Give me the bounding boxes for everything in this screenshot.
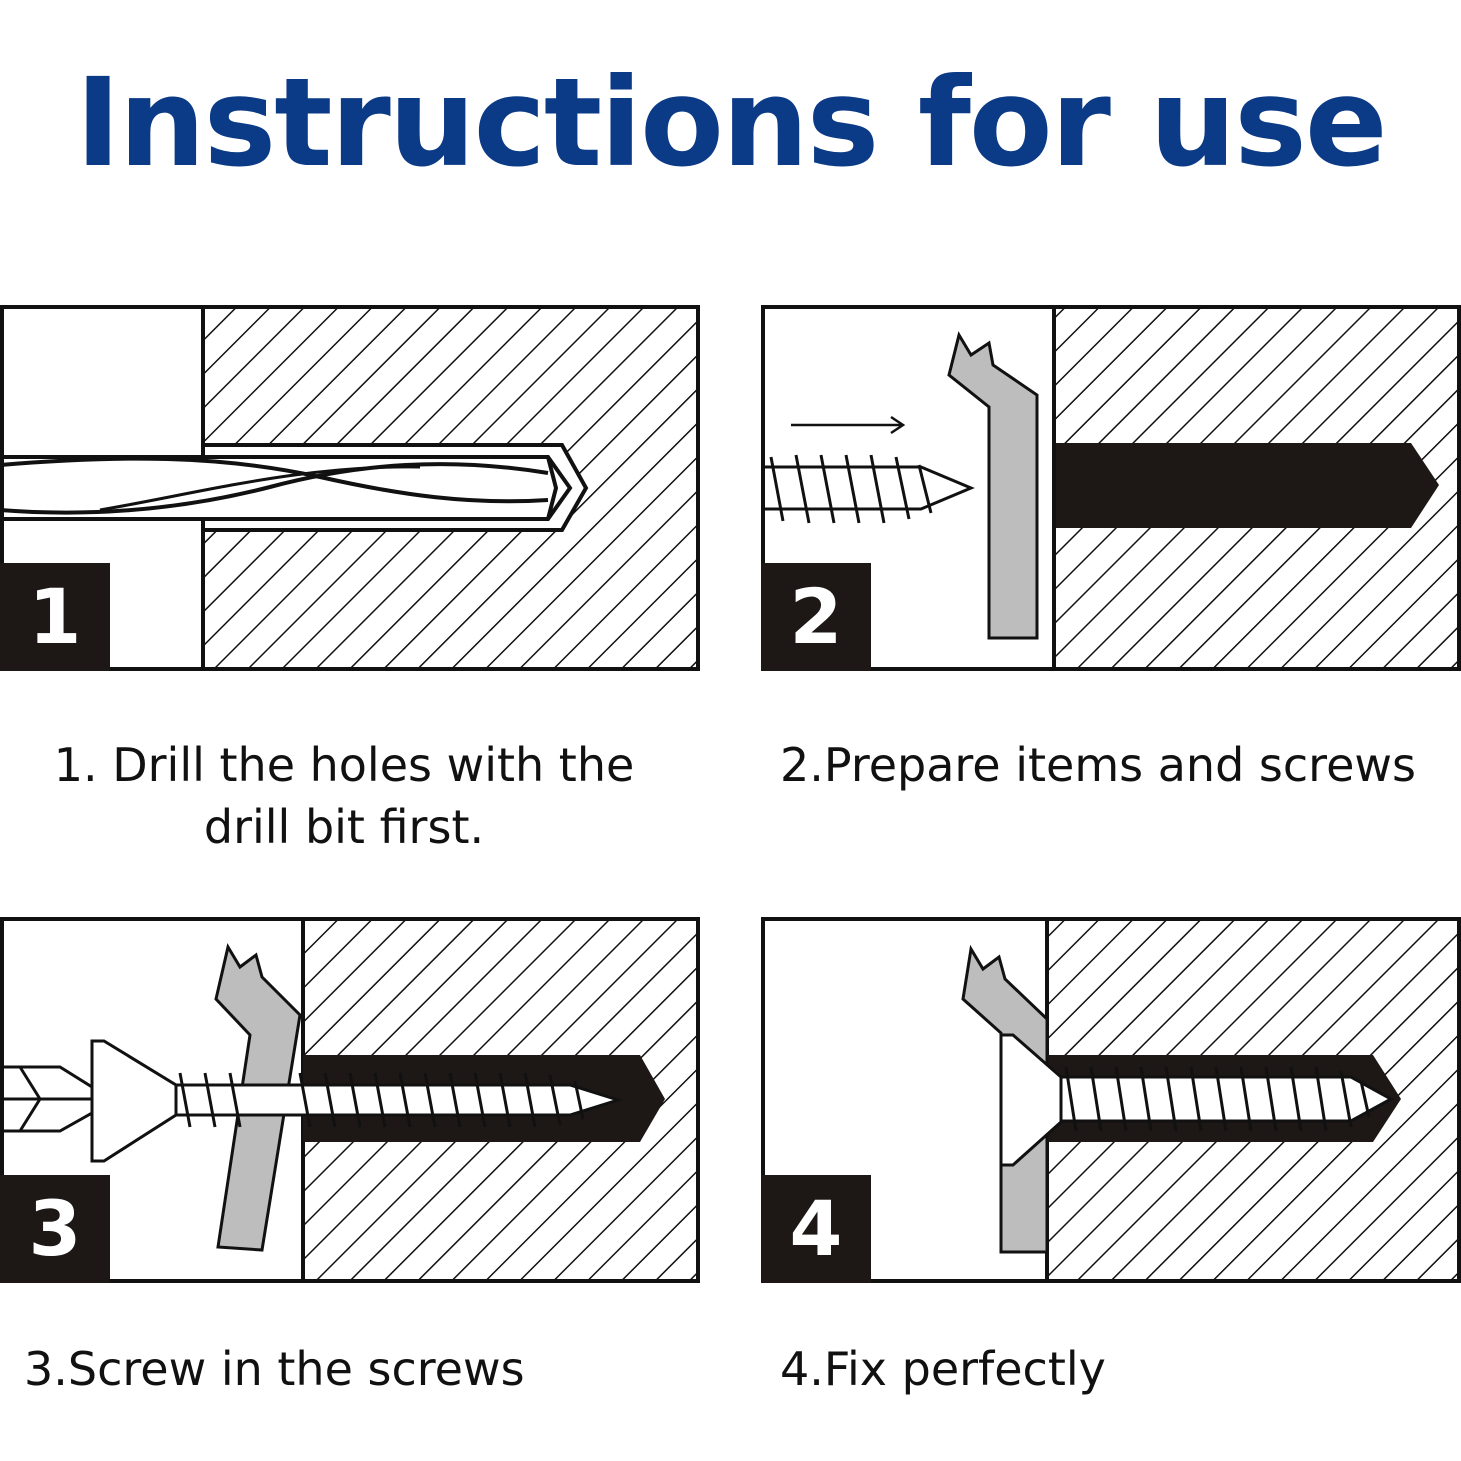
- step-1-illustration: 1: [0, 305, 700, 671]
- drill-bit-icon: [0, 455, 573, 521]
- step-4-caption: 4.Fix perfectly: [780, 1338, 1106, 1400]
- screwdriver-screw-icon: [0, 1039, 624, 1163]
- step-2-badge: 2: [761, 563, 871, 671]
- step-3-badge: 3: [0, 1175, 110, 1283]
- step-3-illustration: 3: [0, 917, 700, 1283]
- step-4-badge: 4: [761, 1175, 871, 1283]
- step-3-caption: 3.Screw in the screws: [24, 1338, 525, 1400]
- step-1-badge: 1: [0, 563, 110, 671]
- step-2-caption: 2.Prepare items and screws: [780, 734, 1416, 796]
- step-1-caption-line-2: drill bit first.: [203, 800, 485, 854]
- step-3-caption-line-1: 3.Screw in the screws: [24, 1342, 525, 1396]
- step-4-illustration: 4: [761, 917, 1461, 1283]
- step-2-caption-line-1: 2.Prepare items and screws: [780, 738, 1416, 792]
- page-title: Instructions for use: [75, 52, 1387, 194]
- step-1-caption-line-1: 1. Drill the holes with the: [53, 738, 635, 792]
- step-1-caption: 1. Drill the holes with the drill bit fi…: [24, 734, 664, 858]
- fixed-screw-icon: [999, 1033, 1395, 1167]
- step-2-illustration: 2: [761, 305, 1461, 671]
- screw-icon: [761, 454, 975, 524]
- step-4-caption-line-1: 4.Fix perfectly: [780, 1342, 1106, 1396]
